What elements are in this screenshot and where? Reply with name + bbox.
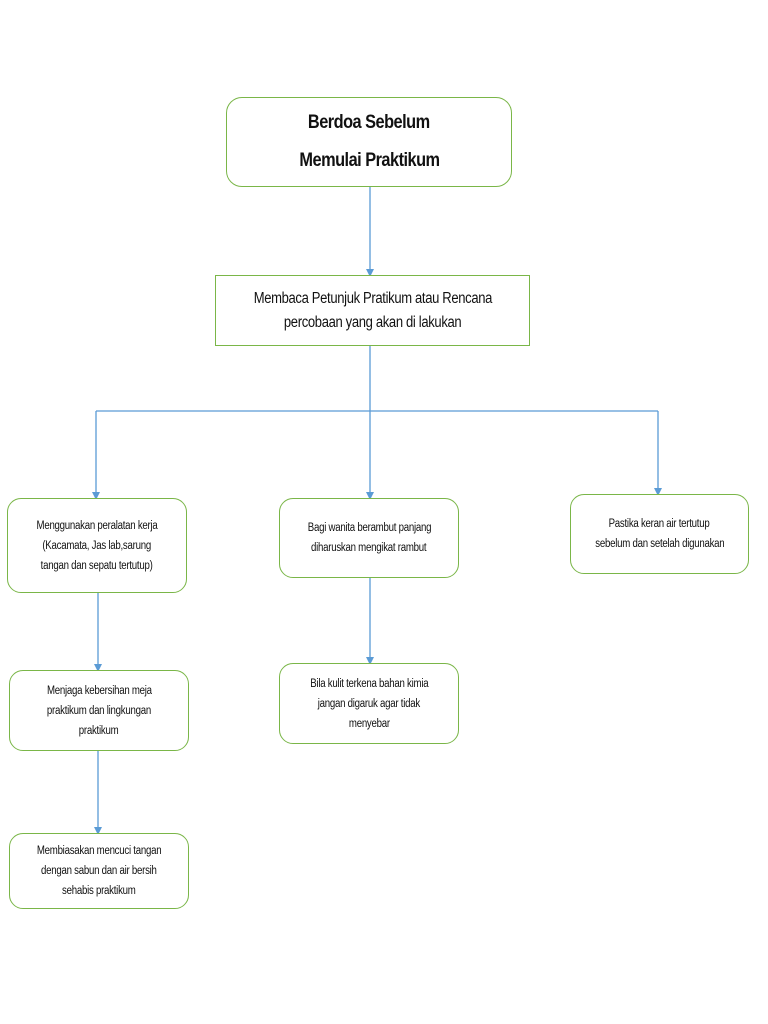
node-check-water-tap: Pastika keran air tertutup sebelum dan s…	[570, 494, 749, 574]
node-text-line: tangan dan sepatu tertutup)	[41, 559, 153, 572]
node-text-line: dengan sabun dan air bersih	[41, 865, 157, 877]
node-chemical-skin-contact: Bila kulit terkena bahan kimia jangan di…	[279, 663, 459, 744]
node-pray-before-practicum: Berdoa Sebelum Memulai Praktikum	[226, 97, 512, 187]
node-use-safety-equipment: Menggunakan peralatan kerja (Kacamata, J…	[7, 498, 187, 593]
node-read-instructions: Membaca Petunjuk Pratikum atau Rencana p…	[215, 275, 530, 346]
node-text-line: Berdoa Sebelum	[308, 112, 430, 133]
node-text-line: (Kacamata, Jas lab,sarung	[42, 539, 152, 552]
node-wash-hands: Membiasakan mencuci tangan dengan sabun …	[9, 833, 189, 909]
node-tie-long-hair: Bagi wanita berambut panjang diharuskan …	[279, 498, 459, 578]
node-text-line: sehabis praktikum	[62, 885, 136, 897]
node-text-line: diharuskan mengikat rambut	[311, 542, 427, 554]
node-text-line: Bila kulit terkena bahan kimia	[309, 677, 429, 690]
node-text-line: Pastika keran air tertutup	[609, 518, 710, 530]
node-text-line: Memulai Praktikum	[298, 150, 440, 171]
node-text-line: Membaca Petunjuk Pratikum atau Rencana	[253, 289, 492, 307]
node-text-line: praktikum	[79, 724, 119, 737]
node-text-line: praktikum dan lingkungan	[46, 704, 152, 717]
node-keep-workspace-clean: Menjaga kebersihan meja praktikum dan li…	[9, 670, 189, 751]
node-text-line: jangan digaruk agar tidak	[317, 697, 421, 710]
node-text-line: percobaan yang akan di lakukan	[283, 313, 462, 331]
node-text-line: Menjaga kebersihan meja	[46, 684, 152, 697]
node-text-line: Bagi wanita berambut panjang	[307, 522, 431, 534]
node-text-line: Menggunakan peralatan kerja	[36, 519, 158, 532]
node-text-line: menyebar	[348, 717, 390, 730]
node-text-line: Membiasakan mencuci tangan	[36, 845, 162, 857]
node-text-line: sebelum dan setelah digunakan	[594, 538, 725, 550]
